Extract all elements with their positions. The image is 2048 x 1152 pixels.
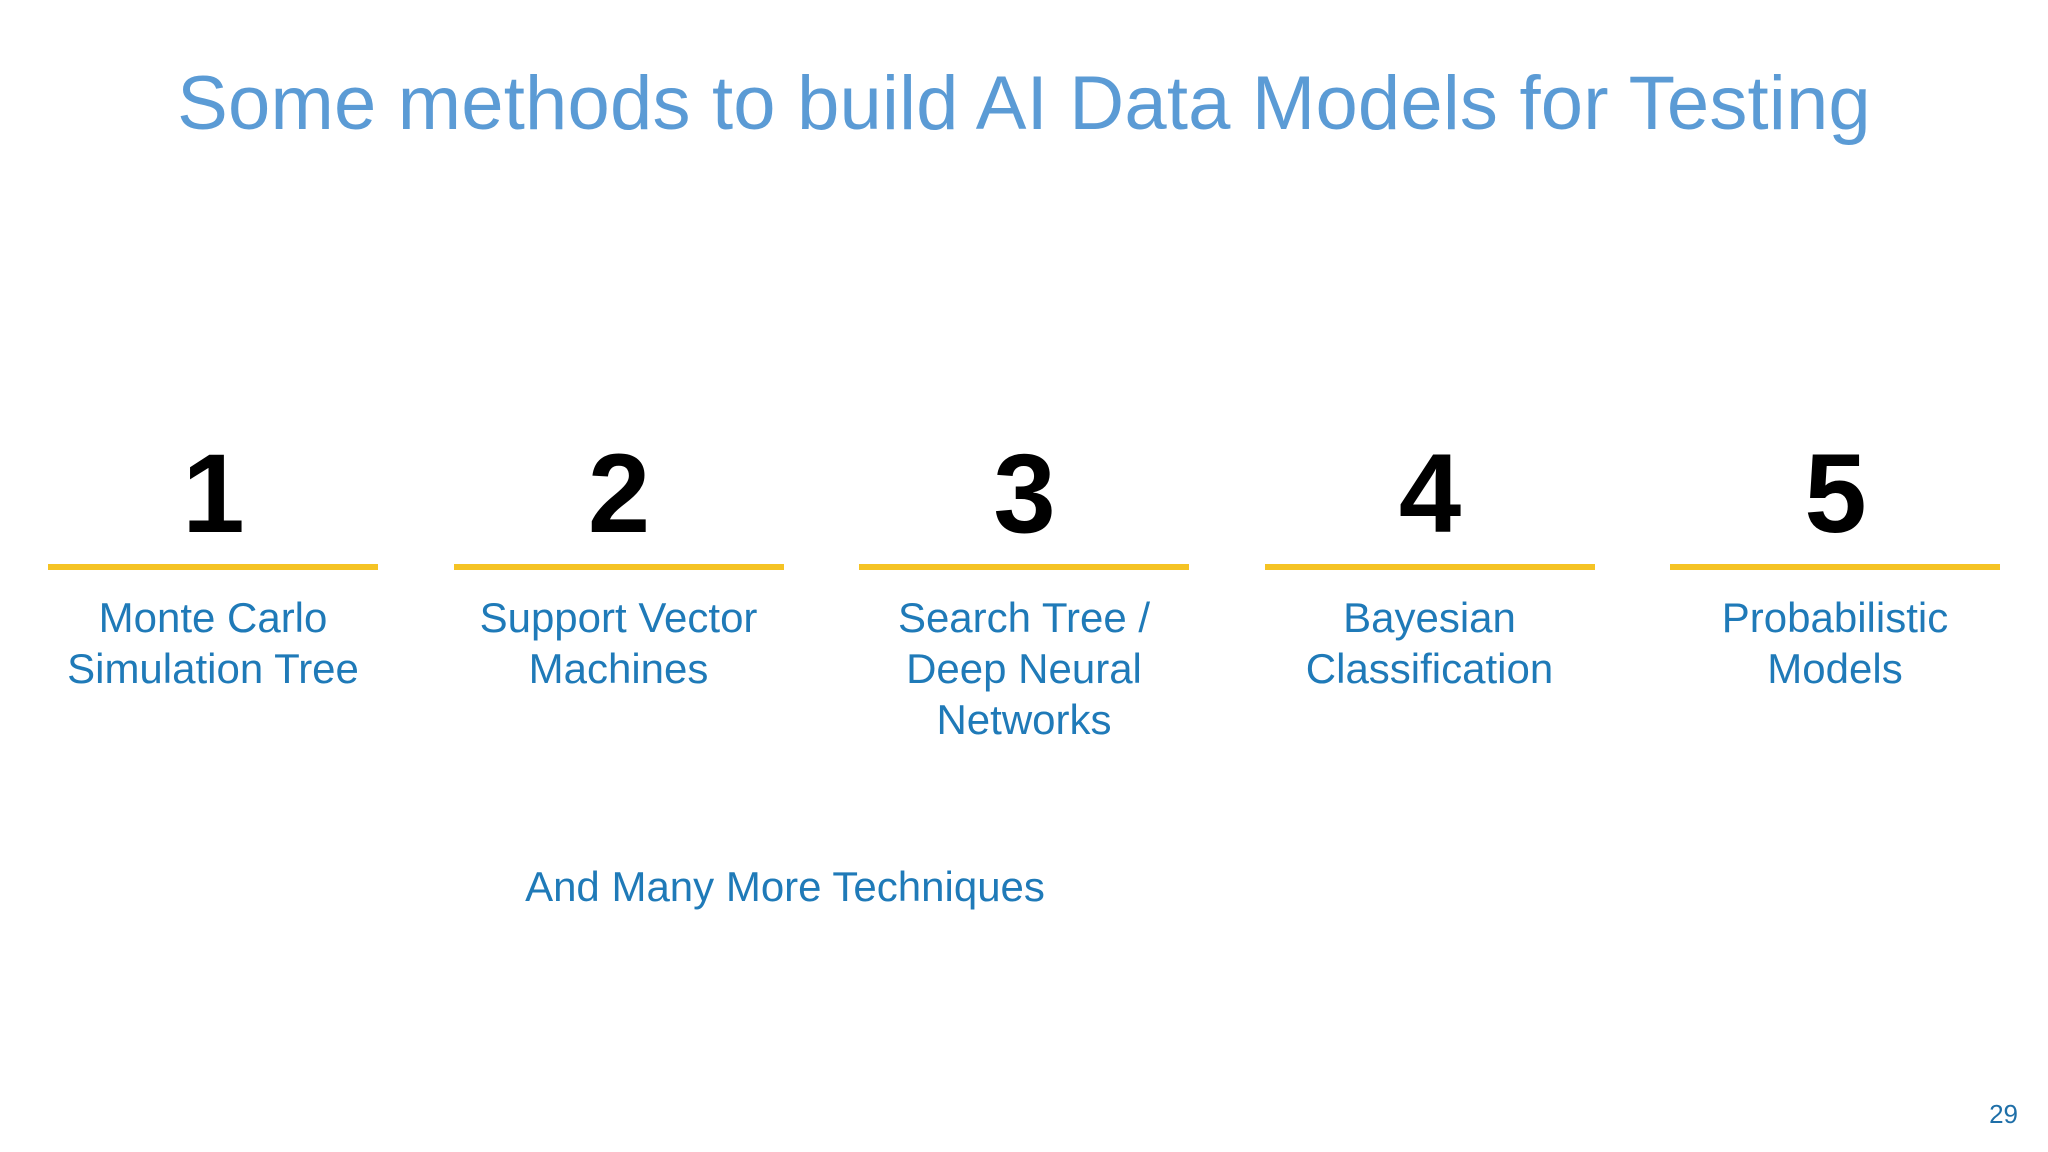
footer-note: And Many More Techniques (525, 863, 1045, 910)
method-label: Probabilistic Models (1721, 594, 1949, 693)
method-number: 2 (587, 431, 650, 556)
method-column: 2 Support Vector Machines (453, 418, 784, 694)
method-divider-rule (859, 564, 1189, 570)
methods-column-list: 1 Monte Carlo Simulation Tree 2 Support … (48, 418, 2000, 746)
method-number: 4 (1398, 431, 1461, 556)
method-number: 3 (993, 431, 1055, 556)
method-number: 5 (1804, 431, 1866, 556)
method-label: Monte Carlo Simulation Tree (67, 594, 359, 693)
method-label: Bayesian Classification (1305, 594, 1554, 693)
page-number: 29 (1989, 1099, 2018, 1129)
method-column: 5 Probabilistic Models (1670, 418, 2000, 694)
method-column: 4 Bayesian Classification (1264, 418, 1595, 694)
method-divider-rule (453, 564, 784, 570)
method-divider-rule (1670, 564, 2000, 570)
method-label: Search Tree / Deep Neural Networks (897, 594, 1151, 744)
method-label: Support Vector Machines (479, 594, 758, 693)
method-divider-rule (48, 564, 378, 570)
method-divider-rule (1264, 564, 1595, 570)
page-title: Some methods to build AI Data Models for… (177, 61, 1871, 146)
method-column: 3 Search Tree / Deep Neural Networks (859, 418, 1189, 746)
method-column: 1 Monte Carlo Simulation Tree (48, 418, 378, 694)
method-number: 1 (182, 431, 244, 556)
